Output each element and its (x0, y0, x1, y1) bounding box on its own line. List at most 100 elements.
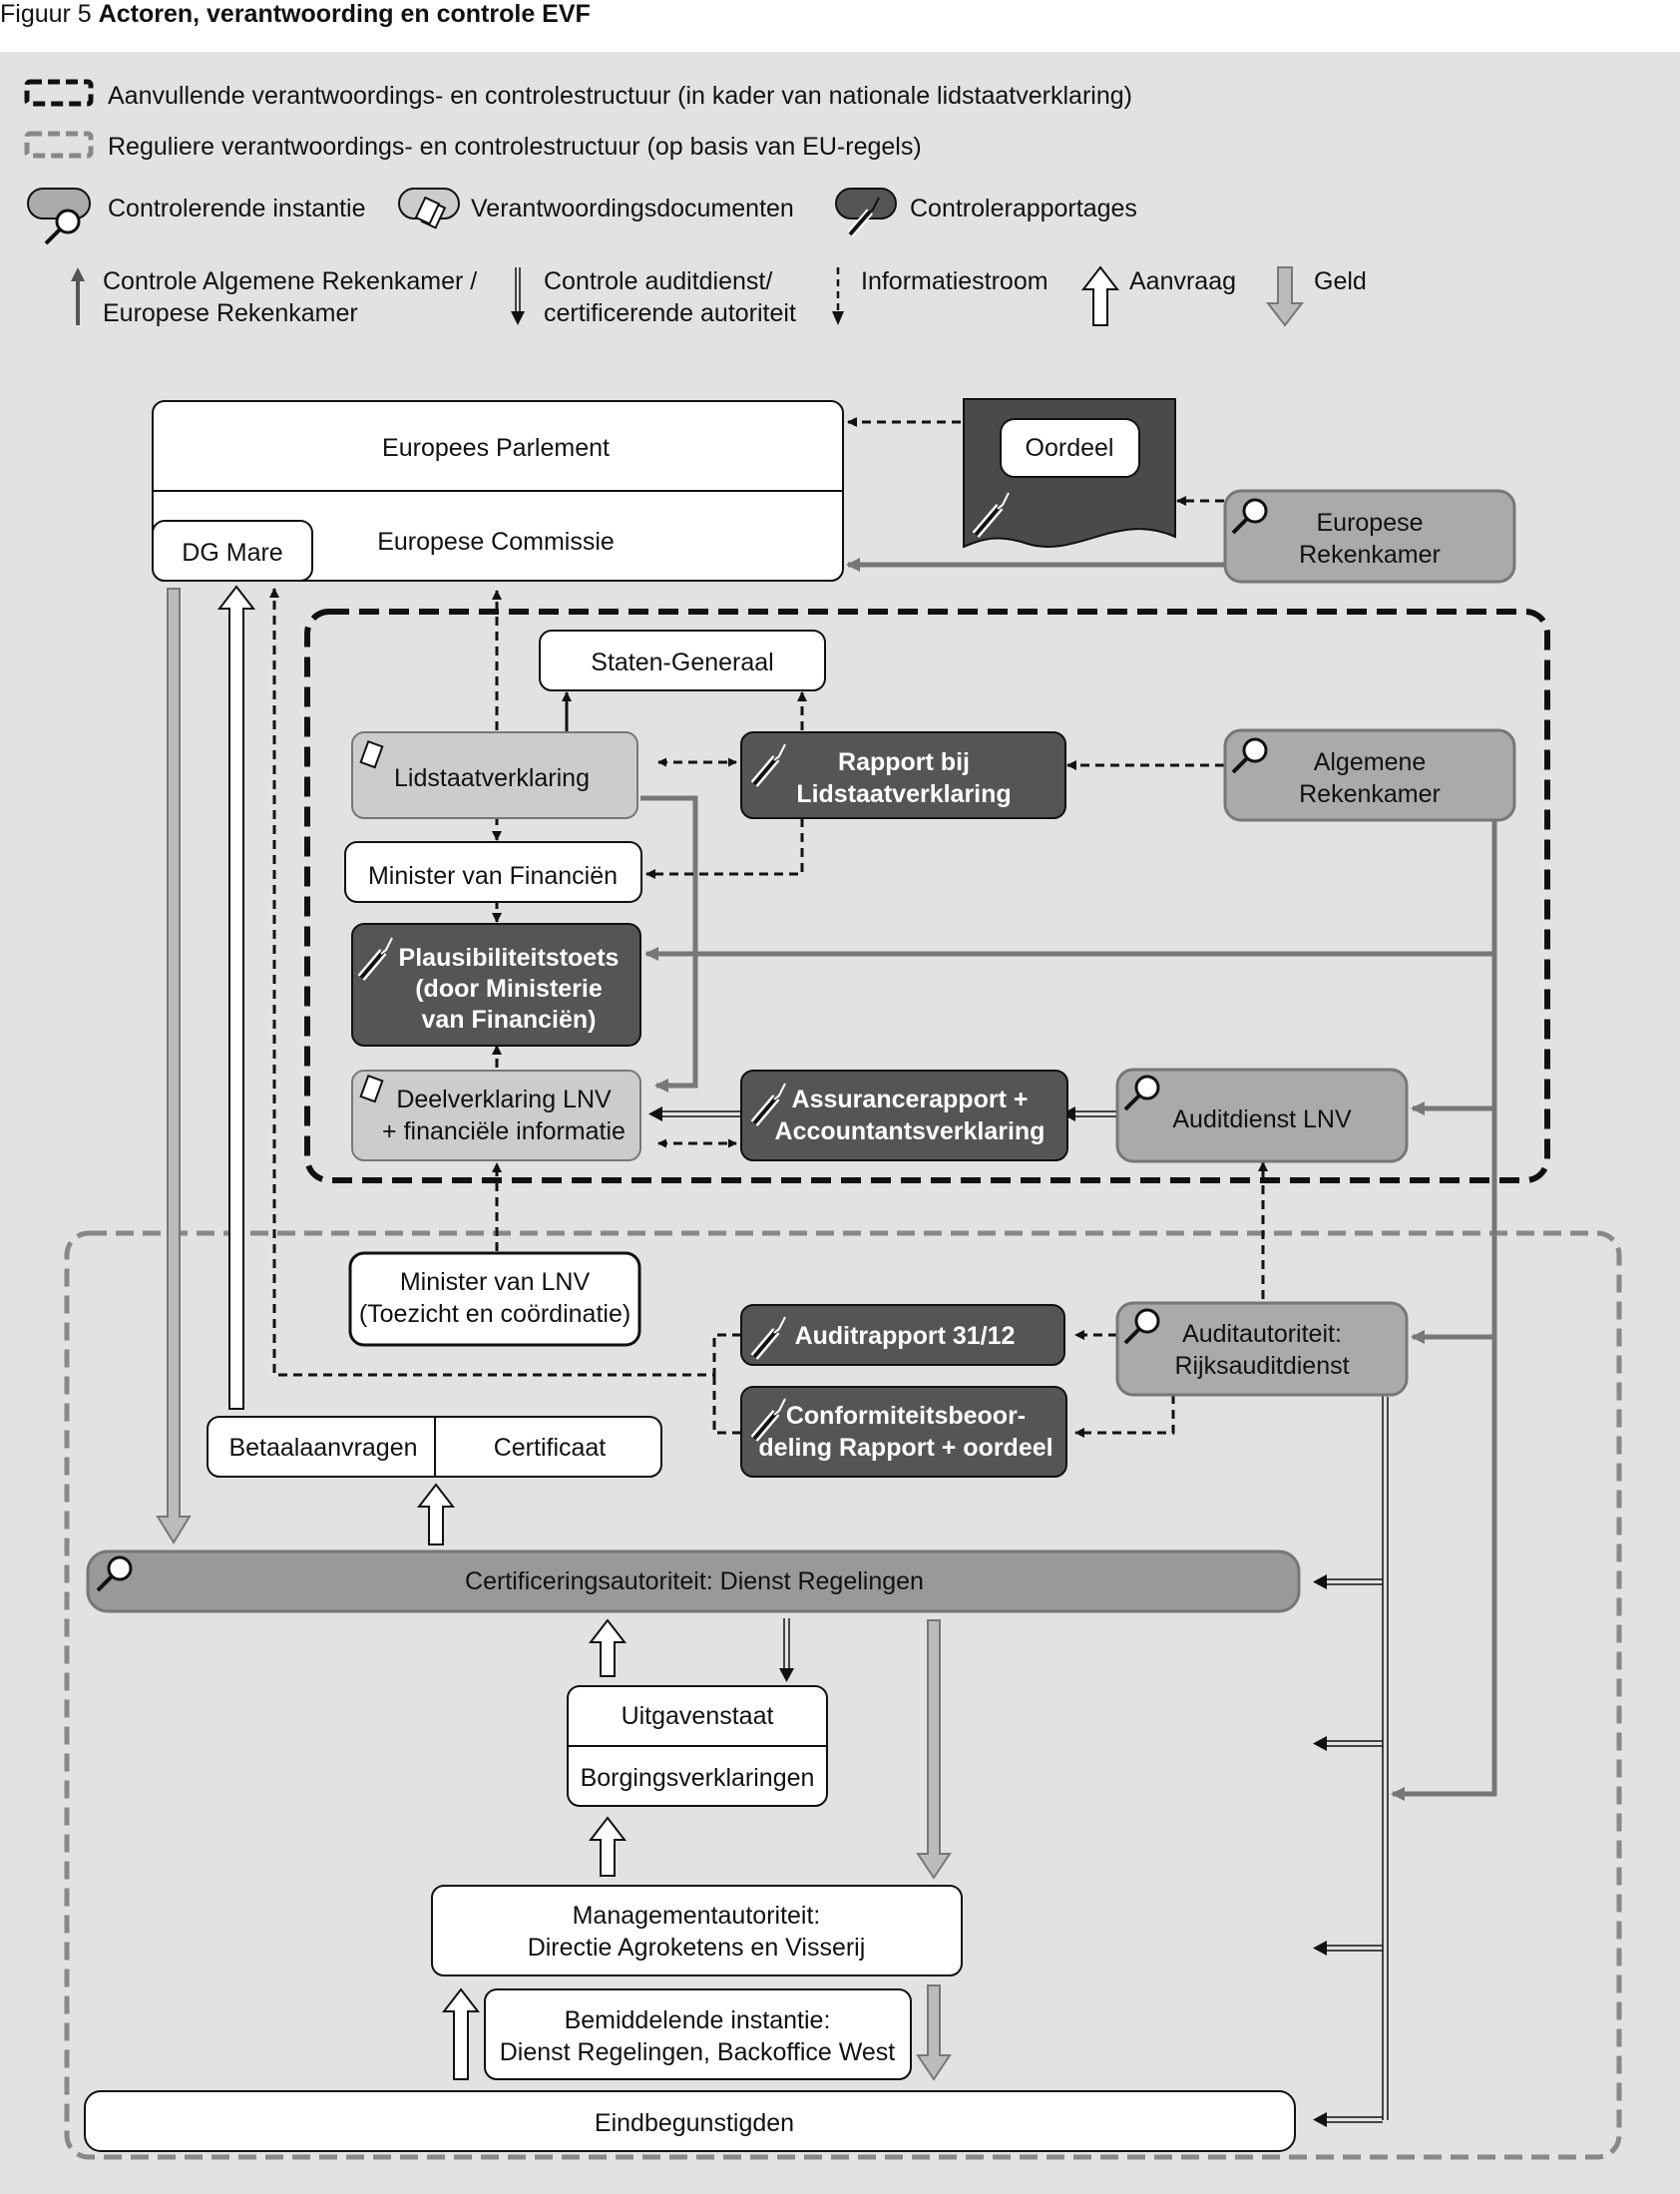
control-ar-arrows (640, 558, 1497, 1801)
uitgavenstaat-box: Uitgavenstaat Borgingsverklaringen (567, 1685, 828, 1807)
legend-documents-label: Verantwoordingsdocumenten (471, 195, 794, 222)
era-label-1: Europese (1316, 509, 1423, 537)
eindbegunstigden-box: Eindbegunstigden (84, 2090, 1296, 2152)
bi-label-1: Bemiddelende instantie: (565, 2006, 831, 2034)
aa-label-2: Rijksauditdienst (1174, 1352, 1349, 1380)
legend-arrow-request (1080, 265, 1120, 326)
legend-arrow-info (832, 267, 844, 325)
legend: Aanvullende verantwoordings- en controle… (24, 79, 1367, 327)
pen-check-icon (846, 197, 880, 237)
control-audit-arrows (662, 1110, 1389, 2123)
request-arrow-uitg-to-ca (588, 1618, 628, 1677)
document-icon (359, 739, 384, 769)
ar-label-2: Rekenkamer (1299, 780, 1441, 808)
ep-label: Europees Parlement (382, 434, 610, 462)
dgmare-label: DG Mare (182, 539, 282, 567)
conformiteitsbeoordeling-box: Conformiteitsbeoor- deling Rapport + oor… (740, 1386, 1067, 1478)
pt-label-2: (door Ministerie (415, 975, 603, 1003)
request-arrow-ca-to-betaal (416, 1483, 456, 1545)
bi-label-2: Dienst Regelingen, Backoffice West (500, 2038, 896, 2066)
legend-info-label: Informatiestroom (861, 267, 1049, 295)
ass-label-1: Assurancerapport + (792, 1086, 1029, 1113)
sg-label: Staten-Generaal (591, 649, 773, 676)
request-arrow-ma-to-borg (588, 1816, 628, 1877)
magnifier-icon (44, 209, 81, 245)
lsv-label: Lidstaatverklaring (394, 764, 590, 792)
legend-arrow-audit-label-1: Controle auditdienst/ (544, 267, 772, 295)
pen-check-icon (750, 1316, 786, 1360)
legend-regular-label: Reguliere verantwoordings- en controlest… (108, 133, 922, 161)
document-icon (359, 1074, 384, 1103)
auditautoriteit-box: Auditautoriteit: Rijksauditdienst (1115, 1301, 1409, 1397)
minister-financien-box: Minister van Financiën (344, 841, 642, 903)
pen-check-icon (750, 1083, 786, 1126)
auditrapport-box: Auditrapport 31/12 (740, 1304, 1065, 1366)
legend-additional-label: Aanvullende verantwoordings- en controle… (108, 82, 1132, 110)
pen-check-icon (750, 743, 786, 787)
pen-check-icon (357, 937, 393, 981)
magnifier-icon (1231, 737, 1268, 774)
european-court-of-auditors: Europese Rekenkamer (1223, 489, 1516, 584)
figure-heading: Actoren, verantwoording en controle EVF (98, 0, 591, 28)
managementautoriteit-box: Managementautoriteit: Directie Agroketen… (431, 1885, 963, 1976)
pen-check-icon (972, 492, 1010, 538)
dv-label-1: Deelverklaring LNV (396, 1086, 612, 1113)
ar-label-1: Algemene (1314, 748, 1427, 776)
dv-label-2: + financiële informatie (382, 1117, 626, 1145)
aa-label-1: Auditautoriteit: (1182, 1320, 1342, 1348)
regular-structure-frame (64, 1230, 1622, 2160)
certificeringsautoriteit-box: Certificeringsautoriteit: Dienst Regelin… (86, 1549, 1301, 1613)
betaal-certificaat-box: Betaalaanvragen Certificaat (207, 1416, 662, 1478)
legend-additional-swatch (24, 79, 94, 107)
oordeel-document: Oordeel (963, 398, 1176, 549)
ass-label-2: Accountantsverklaring (775, 1117, 1046, 1145)
request-arrow-eind-to-ma (441, 1987, 481, 2080)
european-parliament-box: Europees Parlement Europese Commissie (152, 400, 844, 582)
atr-label: Auditrapport 31/12 (795, 1322, 1016, 1350)
auditdienst-lnv-box: Auditdienst LNV (1115, 1068, 1409, 1163)
era-label-2: Rekenkamer (1299, 541, 1441, 569)
pt-label-1: Plausibiliteitstoets (399, 944, 620, 972)
borg-label: Borgingsverklaringen (581, 1764, 815, 1792)
legend-arrow-audit (511, 267, 525, 325)
legend-money-label: Geld (1314, 267, 1367, 295)
legend-arrow-ar-label-2: Europese Rekenkamer (103, 299, 358, 327)
mlnv-label-2: (Toezicht en coördinatie) (359, 1300, 630, 1328)
magnifier-icon (96, 1555, 133, 1592)
legend-controlling-label: Controlerende instantie (108, 195, 366, 222)
deelverklaring-lnv-box: Deelverklaring LNV + financiële informat… (351, 1070, 641, 1161)
legend-regular-swatch (24, 131, 94, 159)
adl-label: Auditdienst LNV (1172, 1105, 1352, 1133)
plausibiliteitstoets-box: Plausibiliteitstoets (door Ministerie va… (351, 923, 641, 1047)
information-flow-arrows (269, 417, 1268, 1438)
request-arrow-betaal-to-dgmare (216, 585, 256, 1410)
legend-arrow-ar (71, 267, 85, 325)
algemene-rekenkamer-box: Algemene Rekenkamer (1223, 728, 1516, 822)
cert-label: Certificaat (494, 1434, 607, 1462)
bemiddelende-instantie-box: Bemiddelende instantie: Dienst Regelinge… (484, 1988, 912, 2080)
pt-label-3: van Financiën) (421, 1006, 596, 1034)
minister-lnv-box: Minister van LNV (Toezicht en coördinati… (348, 1251, 641, 1347)
money-arrow-ec-to-ca (156, 588, 192, 1544)
assurancerapport-box: Assurancerapport + Accountantsverklaring (740, 1070, 1068, 1161)
legend-reports-label: Controlerapportages (910, 195, 1137, 222)
staten-generaal-box: Staten-Generaal (539, 630, 826, 691)
dg-mare-box: DG Mare (152, 520, 313, 582)
figure-prefix: Figuur 5 (0, 0, 92, 28)
money-arrow-ca-to-ma (916, 1619, 952, 1880)
betaal-label: Betaalaanvragen (228, 1434, 417, 1462)
money-arrow-ma-to-eind (916, 1984, 952, 2081)
document-icon (414, 196, 447, 229)
conf-label-1: Conformiteitsbeoor- (786, 1402, 1026, 1430)
rapport-lidstaatverklaring-box: Rapport bij Lidstaatverklaring (740, 731, 1066, 819)
mlnv-label-1: Minister van LNV (400, 1268, 591, 1296)
magnifier-icon (1123, 1075, 1160, 1111)
ec-label: Europese Commissie (377, 528, 615, 556)
figure-title: Figuur 5 Actoren, verantwoording en cont… (0, 0, 591, 29)
ca-label: Certificeringsautoriteit: Dienst Regelin… (465, 1567, 924, 1595)
legend-arrow-money (1265, 266, 1305, 327)
eind-label: Eindbegunstigden (595, 2109, 794, 2137)
uitg-label: Uitgavenstaat (622, 1702, 774, 1730)
magnifier-icon (1231, 498, 1268, 535)
